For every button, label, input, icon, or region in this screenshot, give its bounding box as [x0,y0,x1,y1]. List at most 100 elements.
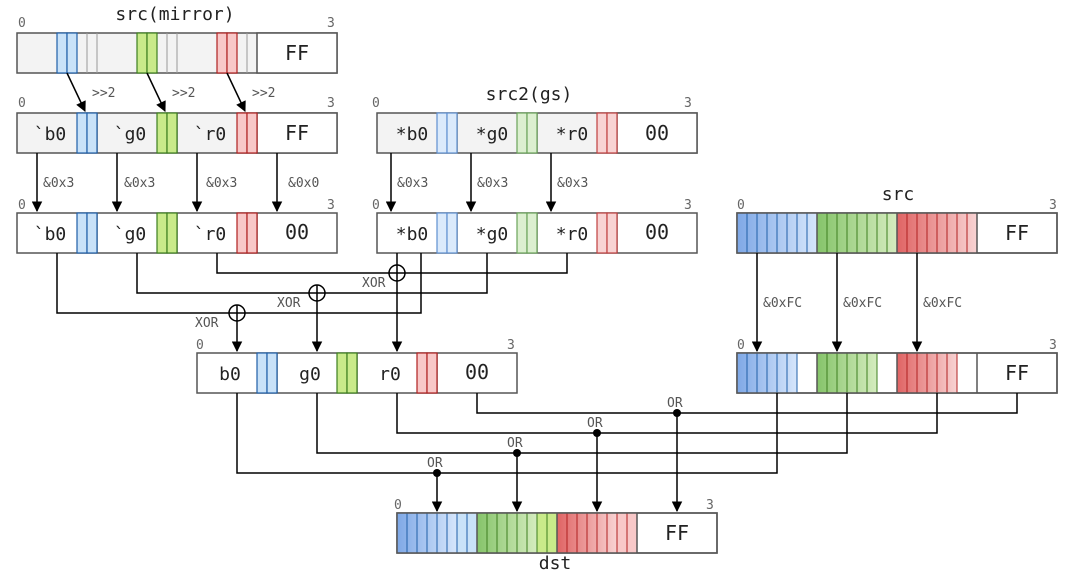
index-start: 0 [196,338,204,353]
alpha-ff: FF [285,121,309,145]
r-tick-label: `r0 [194,224,227,245]
red-bit [596,212,608,254]
masked-src2-register: *b0 *g0 *r0 00 [376,212,698,254]
index-end: 3 [684,198,692,213]
alpha-00: 00 [465,360,489,384]
alpha-00: 00 [645,220,669,244]
mask-label: &0x0 [288,176,319,191]
g-tick-label: `g0 [114,224,147,245]
green-bit [336,352,348,394]
src2-gs-register: *b0 *g0 *r0 00 [376,112,698,154]
index-end: 3 [1049,198,1057,213]
or-wiring [236,393,1018,513]
or-junction [513,449,521,457]
shift-arrow-r [226,72,246,112]
mask-fc-label: &0xFC [763,296,802,311]
blue-bit [56,32,68,74]
or-label: OR [667,396,683,411]
index-end: 3 [1049,338,1057,353]
index-end: 3 [327,198,335,213]
r-tick-label: `r0 [194,124,227,145]
or-label: OR [587,416,603,431]
dst-register: FF [396,512,718,554]
green-bit [346,352,358,394]
red-bit [246,212,258,254]
shift-label-b: >>2 [92,86,115,101]
mask-label: &0x3 [557,176,588,191]
green-bit [526,112,538,154]
b-star-label: *b0 [396,224,429,245]
blue-bit [446,112,458,154]
r-star-label: *r0 [556,124,589,145]
blue-bit [86,112,98,154]
index-start: 0 [18,198,26,213]
or-label: OR [507,436,523,451]
g-tick-label: `g0 [114,124,147,145]
green-bit [516,112,528,154]
red-bit [216,32,228,74]
red-bit [416,352,428,394]
blue-bit [266,352,278,394]
b-tick-label: `b0 [34,124,67,145]
r0-label: r0 [379,364,401,385]
alpha-00: 00 [645,121,669,145]
red-bit [246,112,258,154]
green-bit [516,212,528,254]
alpha-ff: FF [1005,361,1029,385]
shift-arrow-b [66,72,86,112]
alpha-ff: FF [665,521,689,545]
green-bit [156,112,168,154]
mask-label: &0x3 [43,176,74,191]
mask-label: &0x3 [124,176,155,191]
or-junction [593,429,601,437]
blue-bit [446,212,458,254]
shift-arrow-g [146,72,166,112]
mask-fc-label: &0xFC [843,296,882,311]
xor-result-register: b0 g0 r0 00 [196,352,518,394]
alpha-00: 00 [285,220,309,244]
g-star-label: *g0 [476,124,509,145]
index-start: 0 [372,96,380,111]
index-end: 3 [684,96,692,111]
shift-label-g: >>2 [172,86,195,101]
alpha-ff: FF [1005,221,1029,245]
g-star-label: *g0 [476,224,509,245]
mask-label: &0x3 [206,176,237,191]
blue-bit [436,112,448,154]
red-bit [236,112,248,154]
xor-symbol [228,304,246,322]
green-bit [136,32,148,74]
index-start: 0 [18,16,26,31]
green-bit [166,212,178,254]
blue-bit [76,212,88,254]
green-bit [156,212,168,254]
xor-wiring [56,253,568,353]
xor-symbol [308,284,326,302]
mask-label: &0x3 [397,176,428,191]
green-bit [526,212,538,254]
src-title: src [882,184,915,205]
index-start: 0 [737,198,745,213]
or-junction [673,409,681,417]
index-start: 0 [372,198,380,213]
mask-fc-label: &0xFC [923,296,962,311]
masked-mirror-register: `b0 `g0 `r0 00 [16,212,338,254]
b-star-label: *b0 [396,124,429,145]
src-register: FF [736,212,1058,254]
xor-label: XOR [362,276,386,291]
xor-label: XOR [195,316,219,331]
index-end: 3 [327,16,335,31]
mask-label: &0x3 [477,176,508,191]
blue-bit [436,212,448,254]
src2-gs-title: src2(gs) [486,84,573,105]
red-bit [426,352,438,394]
xor-label: XOR [277,296,301,311]
blue-bit [256,352,268,394]
red-bit [606,212,618,254]
red-bit [236,212,248,254]
or-label: OR [427,456,443,471]
alpha-ff: FF [285,41,309,65]
shift-label-r: >>2 [252,86,275,101]
r-star-label: *r0 [556,224,589,245]
